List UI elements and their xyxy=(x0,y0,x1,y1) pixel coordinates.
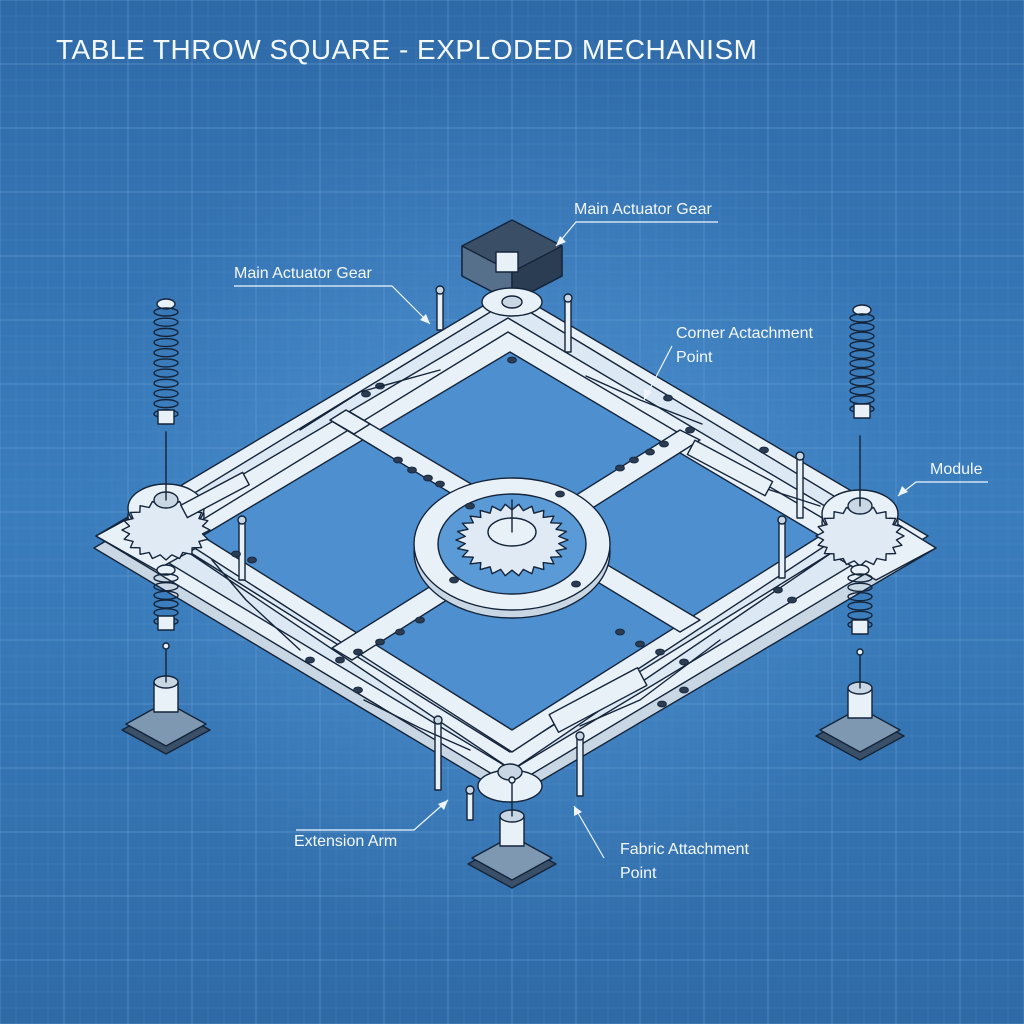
callout-corner-attachment-line1: Corner Actachment xyxy=(676,325,813,342)
mounting-bracket-icon xyxy=(121,642,905,889)
callout-fabric-attachment-line1: Fabric Attachment xyxy=(620,841,749,858)
leader-lines xyxy=(234,221,988,859)
extension-linkages xyxy=(180,369,821,751)
callout-main-actuator-gear-top: Main Actuator Gear xyxy=(574,201,712,218)
callout-main-actuator-gear-left: Main Actuator Gear xyxy=(234,265,372,282)
callout-extension-arm: Extension Arm xyxy=(294,833,398,850)
central-ring-gear xyxy=(413,477,611,619)
bolt-holes xyxy=(231,356,797,708)
gear-icon xyxy=(815,505,905,567)
callout-module: Module xyxy=(930,461,983,478)
callout-fabric-attachment-line2: Point xyxy=(620,865,657,882)
diagram-title: TABLE THROW SQUARE - EXPLODED MECHANISM xyxy=(56,34,758,65)
pin-icon xyxy=(237,285,805,821)
top-actuator-block xyxy=(461,219,563,317)
bottom-corner-module xyxy=(477,763,543,803)
right-gear-module xyxy=(815,435,937,581)
callout-corner-attachment-line2: Point xyxy=(676,349,713,366)
spring-icon xyxy=(153,298,875,635)
